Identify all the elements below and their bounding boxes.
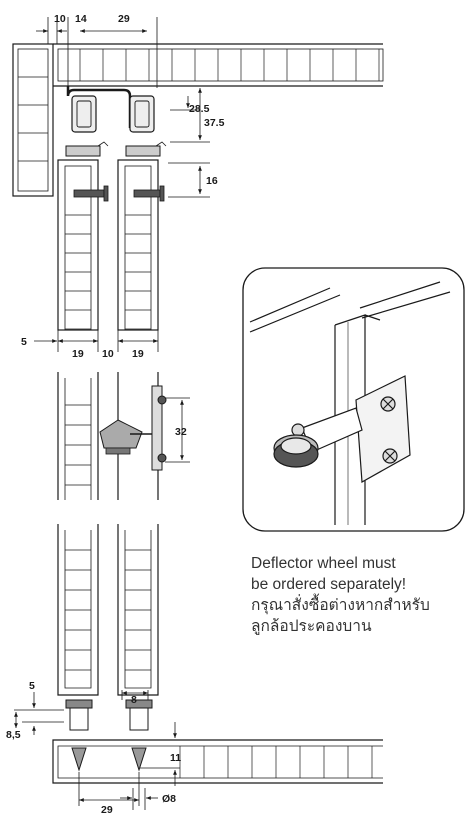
note-line-1: Deflector wheel must	[251, 555, 396, 572]
door-right-bottom	[117, 524, 159, 696]
dim-top-14: 14	[75, 13, 87, 25]
note-line-2: be ordered separately!	[251, 576, 407, 593]
dim-28-5: 28.5	[189, 103, 210, 115]
door-left-bottom	[57, 524, 99, 696]
dim-bottom-11: 11	[170, 752, 181, 764]
dim-bottom-29: 29	[101, 804, 113, 816]
left-wall-profile	[12, 43, 54, 197]
top-screws	[73, 185, 165, 202]
dimension-lines	[14, 17, 210, 810]
note-line-4: ลูกล้อประคองบาน	[251, 618, 372, 635]
dim-16: 16	[206, 175, 218, 187]
top-track-profile	[53, 43, 384, 87]
door-right-top	[117, 159, 159, 331]
dim-left-5: 5	[21, 336, 27, 348]
dim-bottom-8-5: 8,5	[6, 729, 21, 741]
door-left-middle	[57, 372, 99, 500]
dim-bottom-5: 5	[29, 680, 35, 692]
bottom-guides	[65, 699, 153, 772]
deflector-wheel-detail-illustration	[249, 281, 451, 525]
dim-top-10: 10	[54, 13, 66, 25]
dim-19-left: 19	[72, 348, 84, 360]
top-hanger-brackets	[65, 86, 167, 157]
deflector-wheel-side-view	[99, 385, 167, 471]
note-line-3: กรุณาสั่งซื้อต่างหากสำหรับ	[251, 597, 430, 614]
deflector-wheel-detail-frame	[242, 267, 465, 532]
dimension-labels: 10 14 29 28.5 37.5 16 5 19 10 19 32 5 8 …	[6, 13, 225, 816]
dim-top-29: 29	[118, 13, 130, 25]
deflector-note: Deflector wheel must be ordered separate…	[251, 553, 465, 637]
floor-guide-track	[52, 739, 383, 784]
dim-bottom-dia-8: Ø8	[162, 793, 176, 805]
dim-19-right: 19	[132, 348, 144, 360]
dim-10: 10	[102, 348, 114, 360]
dim-37-5: 37.5	[204, 117, 225, 129]
dim-32: 32	[175, 426, 187, 438]
dim-bottom-8: 8	[131, 694, 137, 706]
door-left-top	[57, 159, 99, 331]
